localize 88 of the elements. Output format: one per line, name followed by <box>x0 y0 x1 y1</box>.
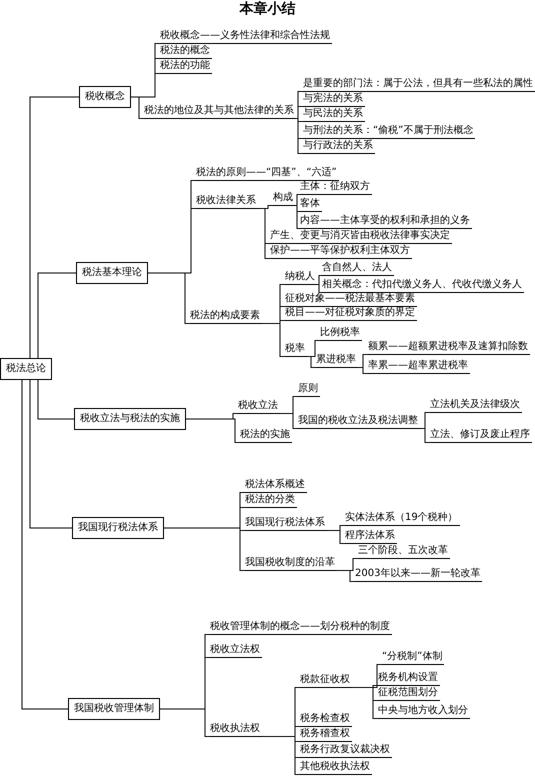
connector-line <box>296 106 304 119</box>
branch-text: 征税对象——税法最基本要素 <box>285 293 417 307</box>
branch-text: 2003年以来——新一轮改革 <box>355 568 482 582</box>
branch-text: 程序法体系 <box>345 530 397 544</box>
connector-line <box>30 96 80 358</box>
topic-box: 我国税收管理体制 <box>68 698 160 720</box>
connector-line <box>280 413 298 429</box>
branch-text: 其他税收执法权 <box>300 761 372 775</box>
connector-line <box>30 380 72 528</box>
branch-text: “分税制”体制 <box>382 651 444 665</box>
branch-text: 与民法的关系 <box>303 108 365 122</box>
connector-line <box>316 275 322 285</box>
connector-line <box>294 194 300 206</box>
connector-line <box>262 323 286 357</box>
branch-text: 税法的原则——“四基”、“六适” <box>196 167 339 181</box>
connector-line <box>38 380 74 420</box>
connector-line <box>352 687 378 719</box>
branch-text: 与行政法的关系 <box>303 140 375 154</box>
topic-box: 税法基本理论 <box>76 262 148 284</box>
branch-text: 税务机构设置 <box>378 672 440 686</box>
connector-line <box>326 530 346 544</box>
branch-text: 构成 <box>273 192 295 206</box>
connector-line <box>262 736 300 775</box>
connector-line <box>294 205 300 229</box>
branch-text: 纳税人 <box>285 271 317 285</box>
branch-text: 税法的概念 <box>160 45 212 59</box>
branch-text: 三个阶段、五次改革 <box>358 545 450 559</box>
branch-text: 税法体系概述 <box>245 479 307 493</box>
branch-text: 我国现行税法体系 <box>245 517 327 531</box>
branch-text: 实体法体系（19个税种） <box>345 512 460 526</box>
branch-text: 内容——主体享受的权利和承担的义务 <box>300 215 472 229</box>
branch-text: 立法机关及法律级次 <box>430 399 522 413</box>
branch-text: 税法的分类 <box>245 494 297 508</box>
branch-text: 税务行政复议裁决权 <box>300 744 392 758</box>
topic-box: 我国现行税法体系 <box>72 517 164 539</box>
connector-line <box>358 367 368 374</box>
branch-text: 是重要的部门法：属于公法，但具有一些私法的属性 <box>303 78 535 92</box>
topic-box: 税法总论 <box>0 358 52 380</box>
topic-box: 税收立法与税法的实施 <box>74 408 186 430</box>
branch-text: 税法的实施 <box>240 429 292 443</box>
branch-text: 我国税收制度的沿革 <box>245 557 337 571</box>
connector-line <box>316 284 322 293</box>
branch-text: 税收管理体制的概念——划分税种的制度 <box>210 621 392 635</box>
branch-text: 额累——超额累进税率及速算扣除数 <box>368 341 530 355</box>
branch-text: 税务稽查权 <box>300 728 352 742</box>
branch-text: 税收执法权 <box>210 723 262 737</box>
branch-text: 客体 <box>300 198 322 212</box>
connector-line <box>258 208 270 259</box>
connector-line <box>420 428 430 443</box>
branch-text: 产生、变更与消灭皆由税收法律事实决定 <box>270 230 452 244</box>
connector-line <box>336 570 356 582</box>
branch-text: 与刑法的关系：“偷税”不属于刑法概念 <box>303 125 476 139</box>
branch-text: 税务检查权 <box>300 713 352 727</box>
connector-line <box>148 272 190 324</box>
diagram-title: 本章小结 <box>240 0 296 18</box>
branch-text: 率累——超率累进税率 <box>368 360 470 374</box>
branch-text: 我国的税收立法及税法调整 <box>298 415 420 429</box>
connector-line <box>130 96 144 119</box>
branch-text: 累进税率 <box>316 354 358 368</box>
connector-line <box>186 418 240 443</box>
branch-text: 税款征收权 <box>300 674 352 688</box>
branch-text: 税收立法 <box>238 400 280 414</box>
connector-line <box>38 272 76 358</box>
branch-text: 中央与地方收入划分 <box>378 705 470 719</box>
branch-text: 征税范围划分 <box>378 687 440 701</box>
branch-text: 相关概念：代扣代缴义务人、代收代缴义务人 <box>322 279 524 293</box>
branch-text: 税收概念——义务性法律和综合性法规 <box>160 30 332 44</box>
branch-text: 保护——平等保护权利主体双方 <box>270 245 412 259</box>
branch-text: 税法的功能 <box>160 60 212 74</box>
branch-text: 立法、修订及废止程序 <box>430 429 532 443</box>
branch-text: 与宪法的关系 <box>303 93 365 107</box>
connector-line <box>296 118 304 122</box>
branch-text: 税收立法权 <box>210 644 262 658</box>
branch-text: 税收法律关系 <box>196 195 258 209</box>
branch-text: 税目——对征税对象质的界定 <box>285 307 417 321</box>
connector-line <box>22 380 68 710</box>
branch-text: 税法的地位及其与其他法律的关系 <box>144 105 296 119</box>
branch-text: 原则 <box>298 383 320 397</box>
connector-line <box>164 528 246 571</box>
branch-text: 主体：征纳双方 <box>300 181 372 195</box>
branch-text: 税率 <box>285 343 307 357</box>
branch-text: 比例税率 <box>320 327 362 341</box>
connector-line <box>160 708 210 737</box>
connector-line <box>306 356 316 368</box>
branch-text: 税法的构成要素 <box>190 310 262 324</box>
connector-line <box>296 118 304 154</box>
topic-box: 税收概念 <box>79 86 131 108</box>
branch-text: 含自然人、法人 <box>322 262 394 276</box>
